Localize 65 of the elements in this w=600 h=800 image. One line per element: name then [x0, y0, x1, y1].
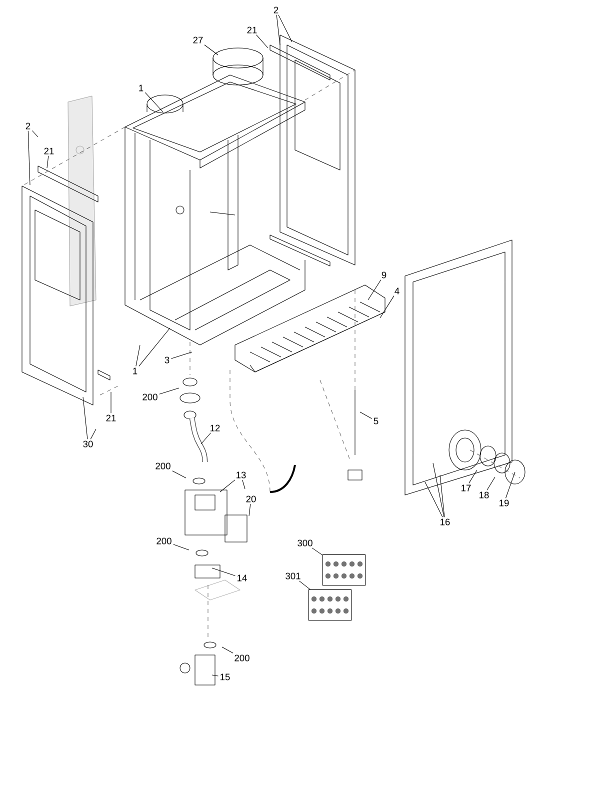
leader-line	[299, 580, 310, 590]
leader-line	[200, 432, 212, 444]
leader-line	[173, 544, 190, 550]
parts-card	[308, 589, 352, 621]
callout-number: 30	[83, 440, 93, 448]
leader-line	[212, 568, 236, 576]
callout-number: 18	[480, 492, 489, 498]
leader-line	[242, 480, 246, 490]
leader-line	[138, 328, 170, 366]
leader-line	[278, 14, 292, 42]
callout-number: 301	[286, 572, 300, 580]
leader-line	[468, 470, 478, 484]
callout-number: 9	[382, 272, 386, 278]
callout-number: 200	[156, 462, 170, 470]
leader-line	[222, 646, 234, 654]
leader-line	[32, 130, 38, 138]
leader-line	[28, 130, 30, 186]
callout-number: 200	[142, 394, 158, 400]
callout-number: 2	[26, 122, 30, 130]
leader-line	[220, 480, 236, 492]
leader-line	[486, 476, 496, 490]
leader-line	[312, 548, 323, 556]
callout-number: 200	[234, 654, 250, 662]
leader-line	[110, 392, 112, 414]
callout-number: 12	[210, 424, 220, 432]
leader-line	[380, 296, 394, 318]
leader-line	[82, 396, 88, 440]
callout-number: 17	[462, 484, 471, 492]
leader-line	[440, 474, 445, 518]
leader-line	[276, 14, 280, 46]
callout-number: 21	[247, 26, 257, 34]
leader-line	[136, 344, 140, 366]
leader-line	[170, 352, 192, 359]
callout-number: 3	[164, 356, 170, 364]
callout-number: 15	[220, 674, 230, 680]
leader-line	[159, 388, 180, 394]
callout-number: 2	[274, 6, 278, 14]
leader-line	[90, 428, 96, 440]
leader-line	[172, 470, 186, 478]
leader-line	[212, 674, 218, 676]
callout-number: 16	[440, 518, 450, 526]
leader-line	[368, 280, 382, 300]
callout-number: 14	[238, 574, 247, 582]
leader-line	[46, 156, 49, 168]
callout-number: 300	[298, 540, 312, 546]
leader-line	[256, 34, 268, 48]
leader-line	[360, 412, 372, 419]
callout-number: 19	[500, 500, 509, 506]
callout-number: 1	[133, 368, 138, 374]
callout-number: 20	[246, 496, 256, 502]
leader-line	[424, 482, 443, 518]
parts-card	[322, 554, 366, 586]
callout-number: 200	[156, 538, 172, 544]
callout-number: 21	[106, 414, 116, 422]
callout-number: 21	[44, 148, 54, 154]
callout-number: 5	[374, 418, 378, 424]
leader-line	[144, 92, 164, 112]
callout-number: 1	[139, 84, 144, 92]
leader-line	[204, 44, 218, 56]
leader-line	[505, 472, 516, 498]
leader-line	[432, 462, 444, 518]
callout-number: 27	[193, 36, 203, 44]
callout-number: 13	[236, 472, 246, 478]
leader-line	[248, 504, 251, 516]
callout-number: 4	[394, 288, 400, 294]
